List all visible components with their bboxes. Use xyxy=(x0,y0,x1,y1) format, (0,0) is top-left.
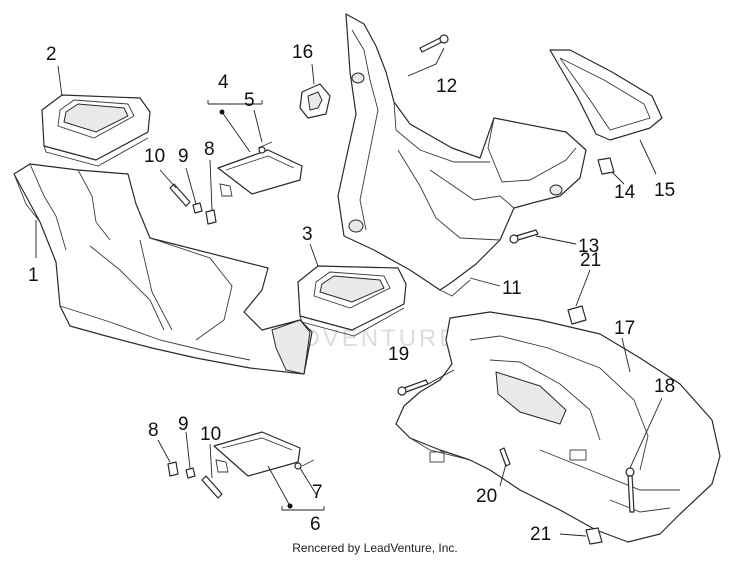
part-6-bracket-plate xyxy=(213,431,315,477)
part-13-screw xyxy=(509,229,539,244)
part-12-screw xyxy=(419,34,449,53)
callout-18: 18 xyxy=(654,376,675,397)
part-18-screw xyxy=(625,467,635,513)
part-3-cover xyxy=(297,265,407,337)
callout-9a: 9 xyxy=(178,146,189,167)
dot-marker-4 xyxy=(219,109,225,115)
dot-marker-6 xyxy=(287,503,293,509)
callout-12: 12 xyxy=(436,76,457,97)
callout-11: 11 xyxy=(502,278,522,299)
callout-8a: 8 xyxy=(204,139,215,160)
part-14-clip xyxy=(597,157,615,175)
part-15-side-panel xyxy=(549,49,663,141)
part-11-inner-frame xyxy=(337,13,587,297)
callout-21b: 21 xyxy=(530,524,551,545)
part-9-nut-upper xyxy=(192,202,203,214)
part-17-rear-shell xyxy=(395,311,721,543)
callout-6: 6 xyxy=(310,514,321,535)
callout-21a: 21 xyxy=(580,250,601,271)
leader-lines xyxy=(35,47,663,537)
part-10-pin-upper xyxy=(169,183,191,207)
credit-text: Rencered by LeadVenture, Inc. xyxy=(292,541,458,555)
part-1-front-shield xyxy=(13,163,313,375)
part-16-grommet xyxy=(299,83,331,119)
part-8-clip-upper xyxy=(205,209,217,225)
callout-4: 4 xyxy=(218,72,229,93)
part-2-cover xyxy=(41,94,151,167)
callout-3: 3 xyxy=(302,224,313,245)
callout-1: 1 xyxy=(28,265,39,286)
part-9-nut-lower xyxy=(185,467,196,479)
callout-10a: 10 xyxy=(144,146,165,167)
callout-8b: 8 xyxy=(148,420,159,441)
part-21-clip-upper xyxy=(567,305,587,325)
callout-16: 16 xyxy=(292,42,313,63)
callout-2: 2 xyxy=(46,44,57,65)
part-10-pin-lower xyxy=(201,475,223,499)
callout-5: 5 xyxy=(244,90,255,111)
callout-13: 13 xyxy=(578,236,599,257)
part-21-clip-lower xyxy=(585,527,603,545)
callout-14: 14 xyxy=(614,182,636,203)
part-8-clip-lower xyxy=(167,461,179,477)
part-20-screw xyxy=(499,447,511,467)
callout-10b: 10 xyxy=(200,424,221,445)
part-4-bracket-plate xyxy=(217,141,303,197)
callout-9b: 9 xyxy=(178,414,189,435)
callout-20: 20 xyxy=(476,486,497,507)
callout-19: 19 xyxy=(388,344,409,365)
callout-17: 17 xyxy=(614,318,635,339)
callout-7: 7 xyxy=(312,482,323,503)
callout-15: 15 xyxy=(654,180,675,201)
